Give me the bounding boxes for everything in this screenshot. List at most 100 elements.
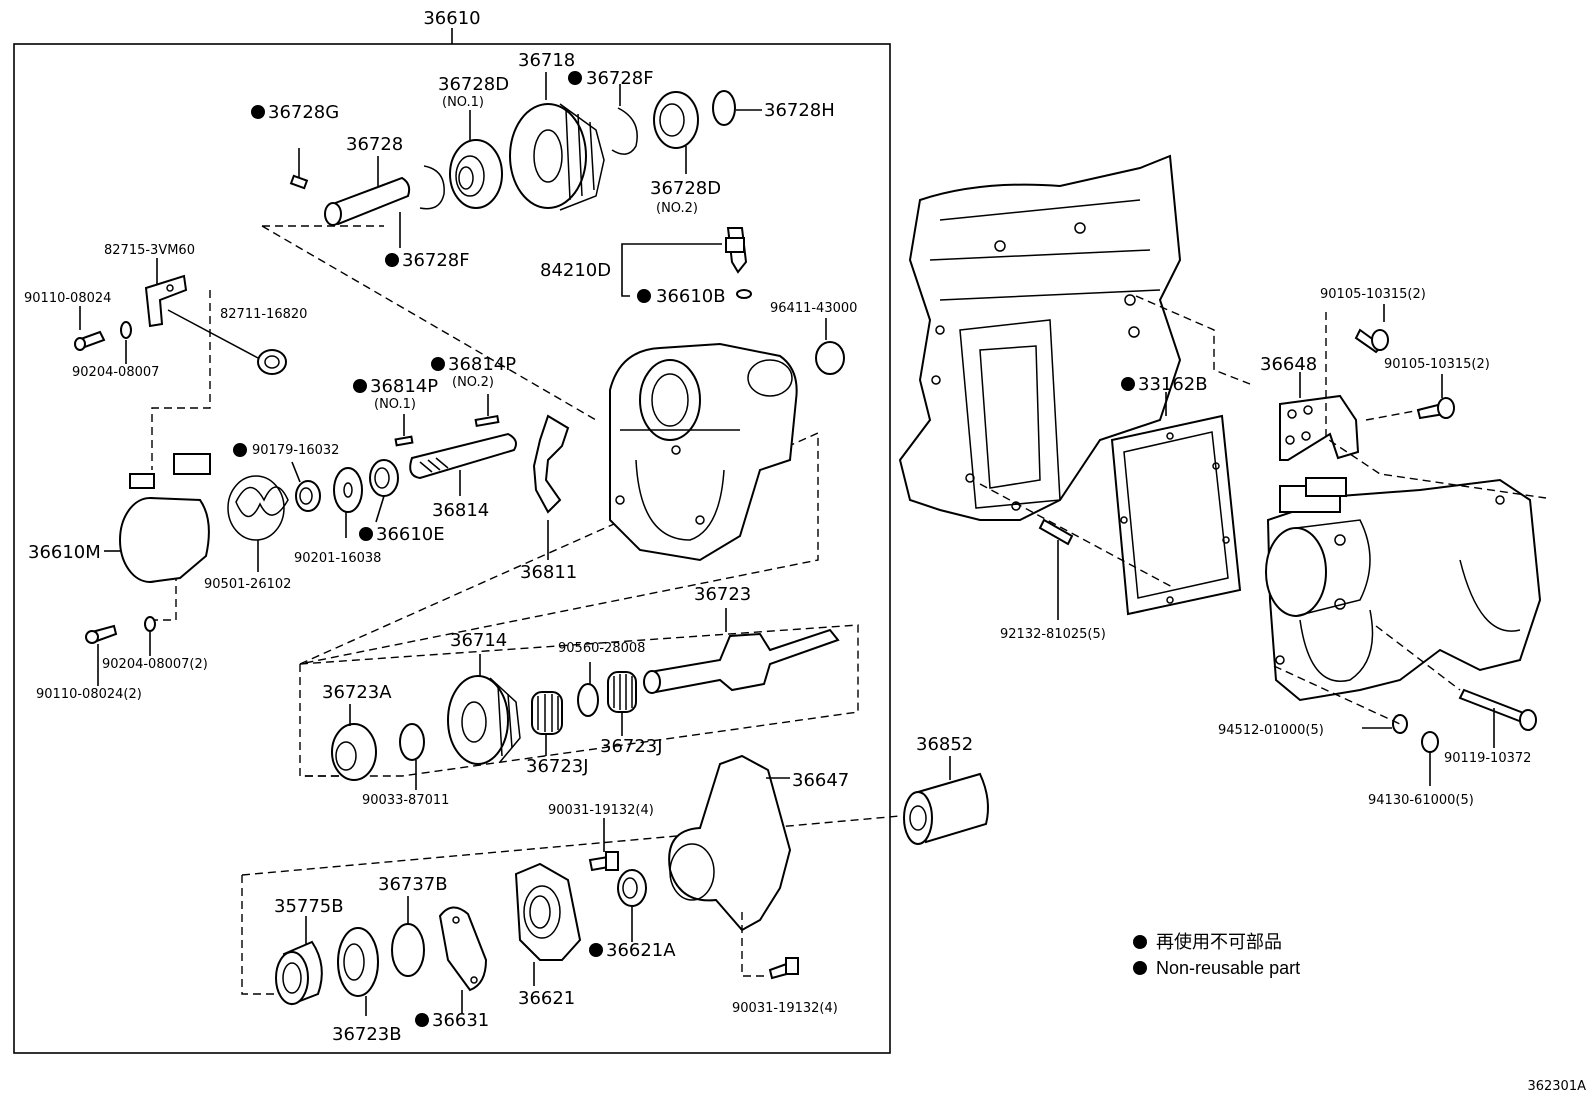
- part-90201-washer: [333, 467, 363, 538]
- part-36728D-bearing-no2: [653, 91, 699, 174]
- nonreusable-dot: [359, 527, 373, 541]
- part-36728H-ring: [712, 90, 762, 126]
- label-36811: 36811: [520, 562, 577, 583]
- lower-box-dash: [241, 815, 901, 995]
- part-90501-spring: [227, 475, 289, 572]
- label-36647: 36647: [792, 770, 849, 791]
- part-90105-bolt-top: [1354, 304, 1389, 354]
- part-36647-housing: [668, 754, 792, 932]
- part-90560-spacer: [577, 662, 599, 717]
- label-36728D-bottom: 36728D: [650, 178, 721, 199]
- label-36610M: 36610M: [28, 542, 101, 563]
- label-90204-bottom: 90204-08007(2): [102, 657, 208, 672]
- part-90119-bolt: [1458, 688, 1537, 748]
- part-90033-washer: [399, 723, 425, 790]
- label-36814P-no1: 36814P: [370, 376, 438, 397]
- part-36718-gear: [509, 72, 605, 211]
- nonreusable-dot: [385, 253, 399, 267]
- label-36728H: 36728H: [764, 100, 835, 121]
- label-82715: 82715-3VM60: [104, 243, 195, 258]
- label-36728D-top: 36728D: [438, 74, 509, 95]
- label-84210D: 84210D: [540, 260, 611, 281]
- label-36728F-top: 36728F: [586, 68, 654, 89]
- legend-dot: [1133, 935, 1147, 949]
- part-94130-nut: [1421, 731, 1439, 786]
- part-36610-pto-case: [609, 342, 798, 562]
- part-90204-washer-top: [120, 321, 132, 364]
- part-36723J-bearing-left: [531, 691, 563, 756]
- label-36728: 36728: [346, 134, 403, 155]
- label-36610: 36610: [423, 8, 480, 29]
- label-36723J-left: 36723J: [526, 756, 589, 777]
- label-90031-bottom: 90031-19132(4): [732, 1001, 838, 1016]
- label-36648: 36648: [1260, 354, 1317, 375]
- label-94512: 94512-01000(5): [1218, 723, 1324, 738]
- part-90031-bolt-bottom: [741, 912, 799, 980]
- label-33162B: 33162B: [1138, 374, 1208, 395]
- label-no1-pin: (NO.1): [374, 397, 416, 412]
- part-36621-cover: [514, 862, 582, 986]
- label-82711: 82711-16820: [220, 307, 307, 322]
- label-36714: 36714: [450, 630, 507, 651]
- label-36631: 36631: [432, 1010, 489, 1031]
- nonreusable-dot: [637, 289, 651, 303]
- label-90105-bottom: 90105-10315(2): [1384, 357, 1490, 372]
- nonreusable-dot: [431, 357, 445, 371]
- part-36621A-seal: [617, 869, 647, 942]
- part-94512-washer: [1362, 714, 1408, 734]
- nonreusable-dot: [233, 443, 247, 457]
- label-36814: 36814: [432, 500, 489, 521]
- label-90179: 90179-16032: [252, 443, 339, 458]
- nonreusable-dot: [589, 943, 603, 957]
- part-36723-shaft: [643, 608, 840, 694]
- label-36728G: 36728G: [268, 102, 339, 123]
- label-92132: 92132-81025(5): [1000, 627, 1106, 642]
- label-90105-top: 90105-10315(2): [1320, 287, 1426, 302]
- label-36852: 36852: [916, 734, 973, 755]
- label-90033: 90033-87011: [362, 793, 449, 808]
- part-36631-gasket: [438, 906, 488, 1014]
- label-35775B: 35775B: [274, 896, 344, 917]
- label-90031-top: 90031-19132(4): [548, 803, 654, 818]
- label-90501: 90501-26102: [204, 577, 291, 592]
- part-35775B-bearing: [275, 916, 323, 1006]
- label-90201: 90201-16038: [294, 551, 381, 566]
- label-90110-bottom: 90110-08024(2): [36, 687, 142, 702]
- label-90204-top: 90204-08007: [72, 365, 159, 380]
- part-82715-bracket: [144, 258, 188, 328]
- part-33162B-gasket: [1110, 392, 1242, 616]
- part-90110-bolt-top: [74, 306, 106, 351]
- part-82711-clamp: [167, 309, 287, 375]
- part-90105-bolt-bottom: [1416, 374, 1455, 420]
- upper-dash-lines: [261, 225, 597, 421]
- part-36723A-bearing: [331, 704, 377, 781]
- part-90179-nut: [291, 461, 321, 512]
- label-36723J-right: 36723J: [600, 736, 663, 757]
- legend-line-2: Non-reusable part: [1156, 958, 1300, 978]
- part-36728D-bearing-no1: [449, 110, 503, 209]
- part-36723B-bearing: [337, 927, 379, 1016]
- part-36814P-pin-no1: [394, 414, 414, 447]
- part-36728F-snapring-left: [399, 165, 445, 248]
- label-36723A: 36723A: [322, 682, 392, 703]
- part-90110-bolt-bottom: [85, 624, 118, 686]
- part-36737B-ring: [391, 896, 425, 977]
- nonreusable-dot: [415, 1013, 429, 1027]
- label-no2-pin: (NO.2): [452, 375, 494, 390]
- label-no1-top: (NO.1): [442, 95, 484, 110]
- label-36723: 36723: [694, 584, 751, 605]
- part-36728G-pin: [289, 148, 309, 190]
- part-36852-coupling: [903, 756, 989, 845]
- part-36728F-snapring-right: [611, 84, 638, 155]
- label-90119: 90119-10372: [1444, 751, 1531, 766]
- label-96411: 96411-43000: [770, 301, 857, 316]
- part-96411-seal: [815, 318, 845, 375]
- transmission-case: [898, 154, 1182, 521]
- nonreusable-dot: [1121, 377, 1135, 391]
- part-36610E-seal: [369, 459, 399, 523]
- part-36648-bracket: [1279, 372, 1360, 461]
- legend-dot: [1133, 961, 1147, 975]
- label-90560: 90560-28008: [558, 641, 645, 656]
- part-36814P-pin-no2: [474, 394, 500, 428]
